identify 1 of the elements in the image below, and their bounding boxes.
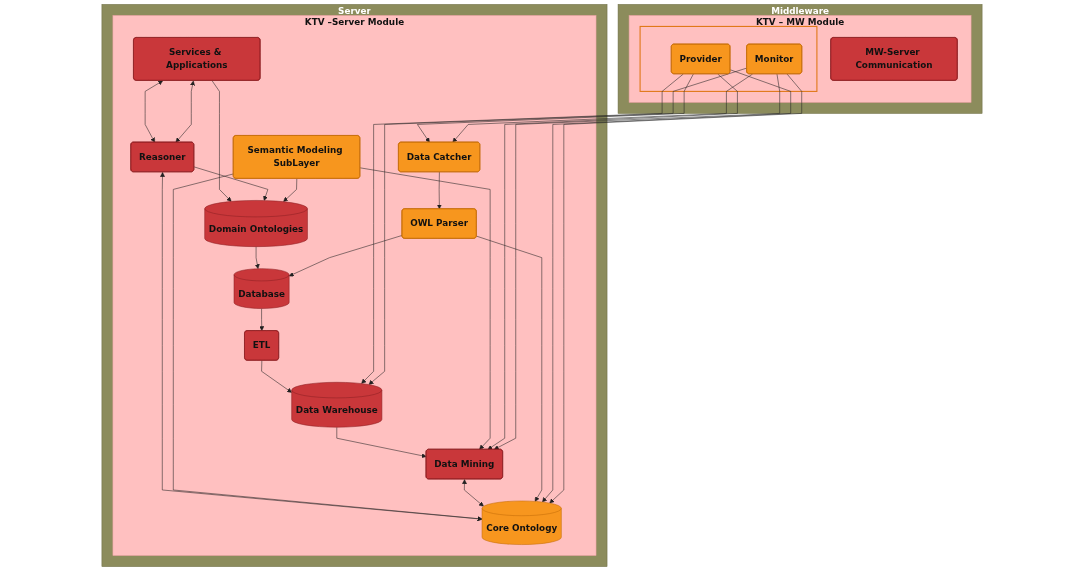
cluster — [639, 25, 818, 92]
